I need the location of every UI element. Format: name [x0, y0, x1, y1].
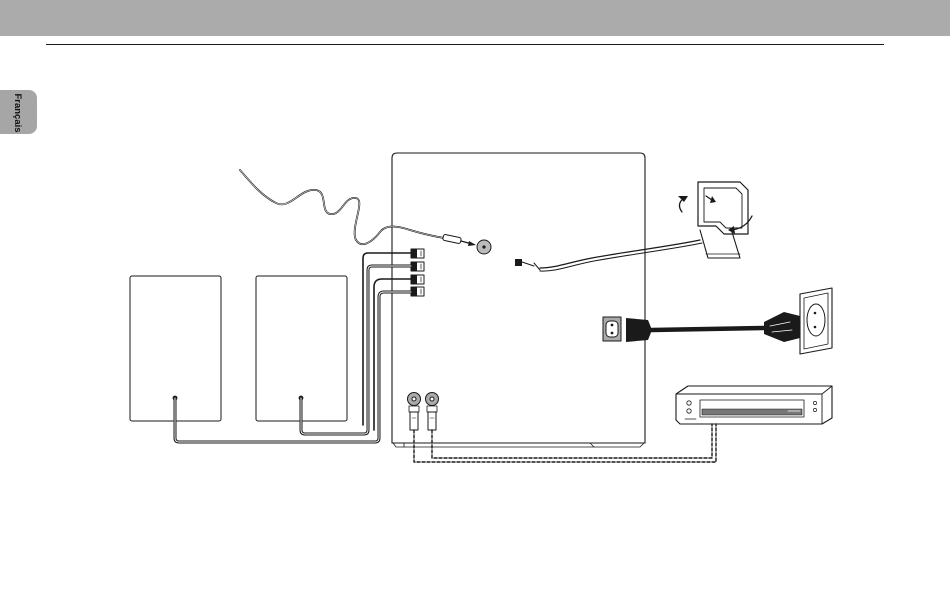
- cd-player-icon: [676, 386, 832, 424]
- loop-antenna-icon: [515, 182, 752, 271]
- power-plug-icon: [603, 312, 800, 342]
- speaker-terminals-icon: [411, 249, 424, 296]
- speaker-cable-icon: [175, 253, 411, 442]
- wall-socket-icon: [800, 288, 832, 354]
- rca-jacks-icon: [408, 393, 439, 431]
- wire-antenna-icon: [240, 170, 491, 254]
